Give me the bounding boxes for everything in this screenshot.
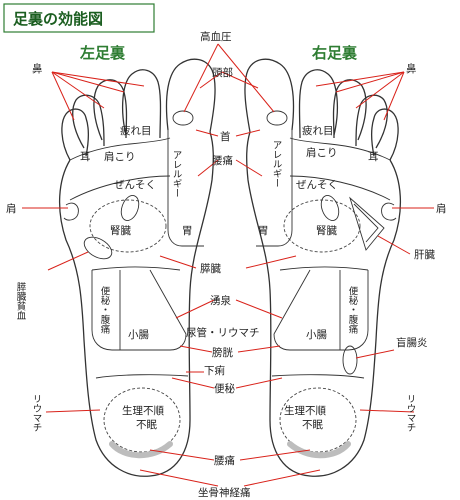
label-neck: 首: [220, 130, 231, 143]
label-menstrual-left: 生理不順: [122, 404, 164, 417]
label-insomnia-right: 不眠: [302, 419, 323, 431]
label-asthma-left: ぜんそく: [114, 179, 156, 191]
label-small-intestine-left: 小腸: [128, 329, 149, 341]
label-back-pain-upper: 腰痛: [212, 154, 233, 167]
left-foot-title: 左足裏: [79, 44, 126, 62]
label-rheumatism-left: リウマチ: [31, 394, 42, 432]
label-stiff-shoulder-left: 肩こり: [104, 150, 136, 163]
label-shoulder-right: 肩: [436, 202, 447, 215]
label-pancreas: 膵臓: [200, 263, 221, 275]
label-insomnia-left: 不眠: [136, 419, 157, 431]
title-box: 足裏の効能図: [3, 3, 155, 33]
label-yusen: 湧泉: [210, 294, 231, 307]
right-foot: [244, 58, 402, 477]
label-head: 頭部: [212, 66, 233, 79]
leader-lines: [22, 43, 434, 487]
label-allergy-right: アレルギー: [271, 140, 283, 188]
label-ear-left: 耳: [80, 151, 91, 163]
label-pancreas-anemia: 膵臓貧血: [15, 282, 27, 320]
label-lower-back-pain: 腰痛: [214, 454, 235, 467]
label-shoulder-left: 肩: [6, 202, 17, 215]
label-tired-eyes-left: 疲れ目: [120, 124, 152, 137]
labels: 鼻 鼻 高血圧 頭部 疲れ目 疲れ目 首 耳 耳 肩こり 肩こり 腰痛 アレルギ…: [6, 30, 447, 499]
label-nose-left: 鼻: [32, 62, 43, 75]
label-constipation-abdominal-right: 便秘・腹痛: [347, 285, 359, 334]
right-foot-title: 右足裏: [312, 44, 358, 62]
label-bladder: 膀胱: [212, 346, 233, 359]
label-asthma-right: ぜんそく: [296, 179, 338, 191]
label-small-intestine-right: 小腸: [306, 329, 327, 341]
label-nose-right: 鼻: [406, 62, 417, 75]
label-liver: 肝臓: [414, 249, 435, 261]
label-ear-right: 耳: [368, 151, 379, 163]
label-sciatica: 坐骨神経痛: [198, 486, 251, 499]
label-rheumatism-right: リウマチ: [405, 394, 416, 432]
label-high-blood-pressure: 高血圧: [200, 30, 232, 43]
left-foot: [58, 58, 216, 477]
label-constipation-abdominal-left: 便秘・腹痛: [99, 285, 111, 334]
label-stiff-shoulder-right: 肩こり: [306, 146, 338, 159]
label-kidney-right: 腎臓: [316, 225, 337, 237]
label-menstrual-right: 生理不順: [284, 404, 326, 417]
page-title: 足裏の効能図: [13, 10, 103, 28]
label-stomach-right: 胃: [258, 225, 269, 237]
label-kidney-left: 腎臓: [110, 225, 131, 237]
label-stomach-left: 胃: [182, 225, 193, 237]
label-tired-eyes-right: 疲れ目: [302, 124, 334, 137]
label-allergy-left: アレルギー: [171, 150, 183, 198]
label-ureter-rheumatism: 尿管・リウマチ: [186, 326, 260, 339]
label-constipation: 便秘: [214, 382, 235, 395]
label-diarrhea: 下痢: [204, 364, 225, 377]
label-appendicitis: 盲腸炎: [396, 336, 428, 349]
